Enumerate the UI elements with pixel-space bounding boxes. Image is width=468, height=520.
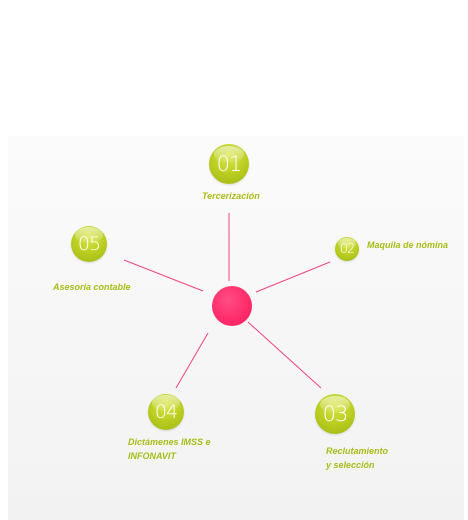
node-02-label-line-1: Maquila de nómina (367, 240, 449, 250)
node-05-number: 05 (77, 233, 101, 255)
diagram-panel (8, 136, 464, 520)
node-04-number: 04 (154, 401, 178, 423)
node-01-label-line-1: Tercerización (202, 191, 260, 201)
node-05-label-line-1: Asesoría contable (53, 282, 131, 292)
connector-03 (247, 321, 322, 389)
node-05-badge[interactable]: 05 (71, 226, 107, 262)
node-04-label-line-1: Dictámenes IMSS e (128, 437, 211, 447)
node-01-number: 01 (216, 152, 243, 176)
node-03-label-line-1: Reclutamiento (326, 446, 389, 456)
connector-05 (123, 259, 204, 292)
node-01-label: Tercerización (202, 189, 260, 203)
node-02-label: Maquila de nómina (367, 238, 448, 252)
connector-04 (175, 332, 209, 389)
node-02-badge[interactable]: 02 (335, 237, 359, 261)
node-04-label-line-2: INFONAVIT (128, 451, 176, 461)
node-03-badge[interactable]: 03 (315, 394, 355, 434)
node-05-label: Asesoría contable (53, 280, 131, 294)
node-02-number: 02 (339, 241, 356, 257)
node-03-label: Reclutamiento y selección (326, 444, 388, 472)
center-hub (212, 286, 252, 326)
node-03-number: 03 (322, 402, 349, 426)
node-01-badge[interactable]: 01 (209, 144, 249, 184)
node-04-label: Dictámenes IMSS e INFONAVIT (128, 435, 211, 463)
node-03-label-line-2: y selección (326, 460, 375, 470)
node-04-badge[interactable]: 04 (148, 394, 184, 430)
connector-02 (255, 261, 331, 293)
